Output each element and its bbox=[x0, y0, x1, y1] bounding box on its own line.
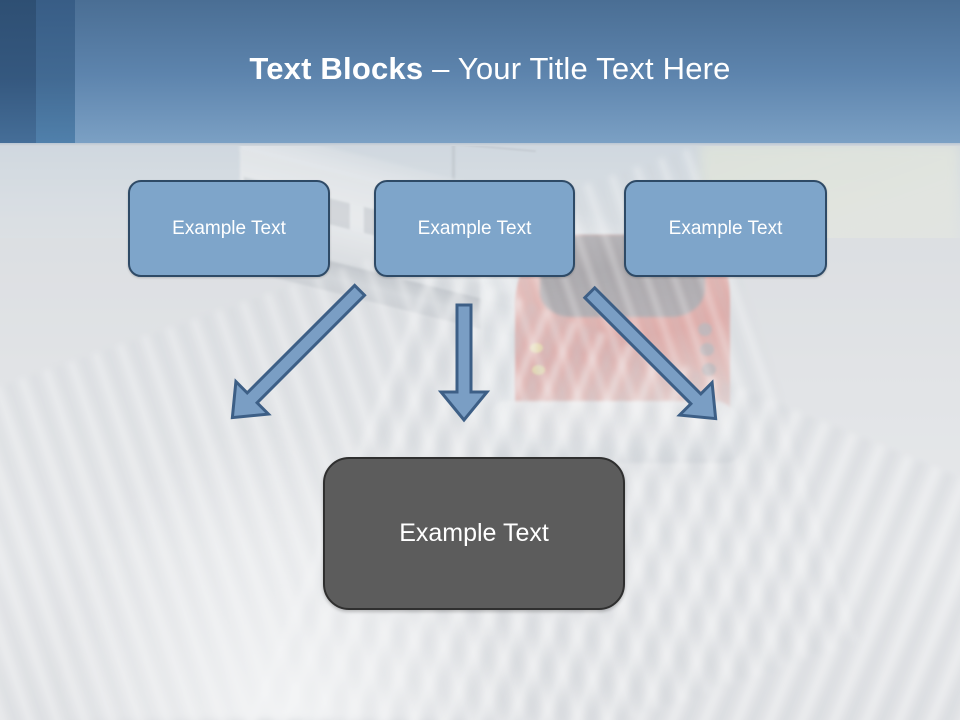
header-accent-band-mid bbox=[36, 0, 75, 143]
text-block-2-label: Example Text bbox=[417, 217, 532, 239]
page-title-bold: Text Blocks bbox=[249, 51, 424, 86]
result-text-block[interactable]: Example Text bbox=[323, 457, 625, 610]
text-block-3[interactable]: Example Text bbox=[624, 180, 827, 277]
header-underline bbox=[0, 143, 960, 146]
page-title-rest: – Your Title Text Here bbox=[423, 51, 731, 86]
text-block-1[interactable]: Example Text bbox=[128, 180, 330, 277]
slide-header: Text Blocks – Your Title Text Here bbox=[0, 0, 960, 143]
catenary-pole bbox=[452, 143, 455, 204]
text-block-1-label: Example Text bbox=[172, 217, 286, 239]
result-text-block-label: Example Text bbox=[399, 519, 549, 547]
text-block-3-label: Example Text bbox=[668, 217, 783, 239]
text-block-2[interactable]: Example Text bbox=[374, 180, 575, 277]
header-accent-band-dark bbox=[0, 0, 36, 143]
page-title: Text Blocks – Your Title Text Here bbox=[120, 48, 860, 90]
